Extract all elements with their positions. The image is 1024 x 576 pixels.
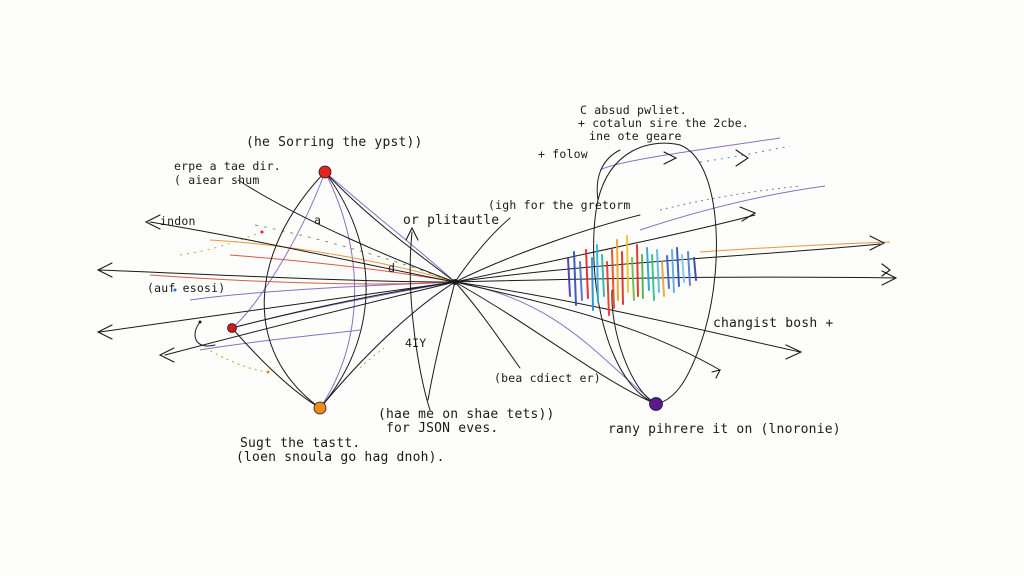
arrowhead-icon <box>144 214 161 230</box>
ink-hub-up-1 <box>454 217 511 283</box>
ink-hub-down-3 <box>427 281 456 401</box>
arrowhead-icon <box>405 226 419 241</box>
arrowhead-icon <box>96 262 113 278</box>
link-purple-5 <box>319 281 456 409</box>
link-purple-1 <box>324 171 456 283</box>
arrowhead-icon <box>663 151 678 165</box>
arrowhead-icon <box>158 347 175 363</box>
label-bottom-mid-1: (hae me on shae tets)) <box>378 407 555 422</box>
ink-top-right-arc <box>319 171 367 409</box>
ink-left-node-to-bottom <box>231 327 321 409</box>
label-small-d: d <box>388 261 396 275</box>
link-purple-8 <box>599 137 781 171</box>
ink-hub-right-4 <box>454 281 721 371</box>
arrowhead-icon <box>711 369 722 379</box>
label-left-note-1: erpe a tae dir. <box>174 159 281 173</box>
ink-top-left-arc <box>263 171 326 409</box>
link-purple-10 <box>199 329 361 351</box>
ink-folow-curve <box>596 149 621 201</box>
link-dotted-4 <box>199 344 269 373</box>
label-bottom-right: rany pihrere it on (lnoronie) <box>608 422 841 437</box>
label-small-a: a <box>314 213 322 227</box>
arrowheads <box>96 149 898 379</box>
ink-d-tick <box>409 231 431 411</box>
link-purple-6 <box>189 281 456 301</box>
ink-bottom-to-hub <box>319 281 456 409</box>
ink-hub-down-1 <box>454 281 521 369</box>
ink-top-to-hub <box>324 171 456 283</box>
label-plate: or plitautle <box>403 213 500 228</box>
ink-hub-right-3 <box>454 281 801 353</box>
link-red-1 <box>149 274 456 285</box>
label-left-note-2: ( aiear shum <box>174 173 260 187</box>
label-right-mid: changist bosh + <box>713 316 834 331</box>
arrowhead-icon <box>881 263 891 277</box>
label-bottom-mid-2: for JSON eves. <box>386 421 499 436</box>
label-left-mid: (auf esosi) <box>147 281 226 295</box>
arrowhead-icon <box>735 149 749 167</box>
ink-oval-inner <box>611 289 657 405</box>
ink-leftnote-to-hub <box>237 179 456 283</box>
ink-far-left-4 <box>164 281 456 356</box>
node-bottom <box>313 401 327 415</box>
label-left-arrow: indon <box>160 214 196 228</box>
ink-hub-down-2 <box>454 281 657 405</box>
node-top <box>318 165 332 179</box>
arrowhead-icon <box>881 270 898 286</box>
node-hub <box>452 279 458 285</box>
link-dotted-1 <box>179 231 263 256</box>
arrowhead-icon <box>739 206 757 222</box>
link-orange-1 <box>209 239 456 283</box>
label-hy: 4IY <box>405 336 427 350</box>
arrowhead-icon <box>869 235 886 251</box>
node-dot-icon <box>260 230 264 234</box>
label-right-note-3: ine ote geare <box>589 129 682 143</box>
ink-far-left-2 <box>99 281 456 333</box>
ink-hub-right-2 <box>454 214 756 283</box>
arrowhead-icon <box>96 324 113 340</box>
label-high: (igh for the gretorm <box>488 198 631 212</box>
ink-hub-right-1 <box>454 276 896 283</box>
node-right <box>649 397 663 411</box>
label-right-note-1: C absud pwliet. <box>580 103 687 117</box>
label-top-center: (he Sorring the ypst)) <box>246 135 423 150</box>
node-dot-icon <box>198 320 202 324</box>
link-orange-2 <box>699 241 891 253</box>
label-bottom-left-2: (loen snoula go hag dnoh). <box>236 450 445 465</box>
link-purple-2 <box>231 171 326 329</box>
link-dotted-3 <box>659 185 801 211</box>
node-dot-icon <box>266 370 270 374</box>
label-folow: + folow <box>538 147 588 161</box>
node-left <box>227 323 237 333</box>
spectrum-burst-icon <box>567 235 697 316</box>
link-purple-9 <box>639 185 826 231</box>
ink-hub-up-2 <box>454 214 641 283</box>
nodes <box>173 165 663 415</box>
label-right-note-2: + cotalun sire the 2cbe. <box>578 116 749 130</box>
link-purple-3 <box>319 171 356 409</box>
arrowhead-icon <box>785 344 803 360</box>
label-bottom-left-1: Sugt the tastt. <box>240 436 361 451</box>
ink-far-left-3 <box>149 221 456 283</box>
label-beo: (bea cdiect er) <box>494 371 601 385</box>
node-dot-icon <box>173 288 177 292</box>
ink-far-left-1 <box>99 269 456 283</box>
ink-loop-left <box>194 321 216 347</box>
